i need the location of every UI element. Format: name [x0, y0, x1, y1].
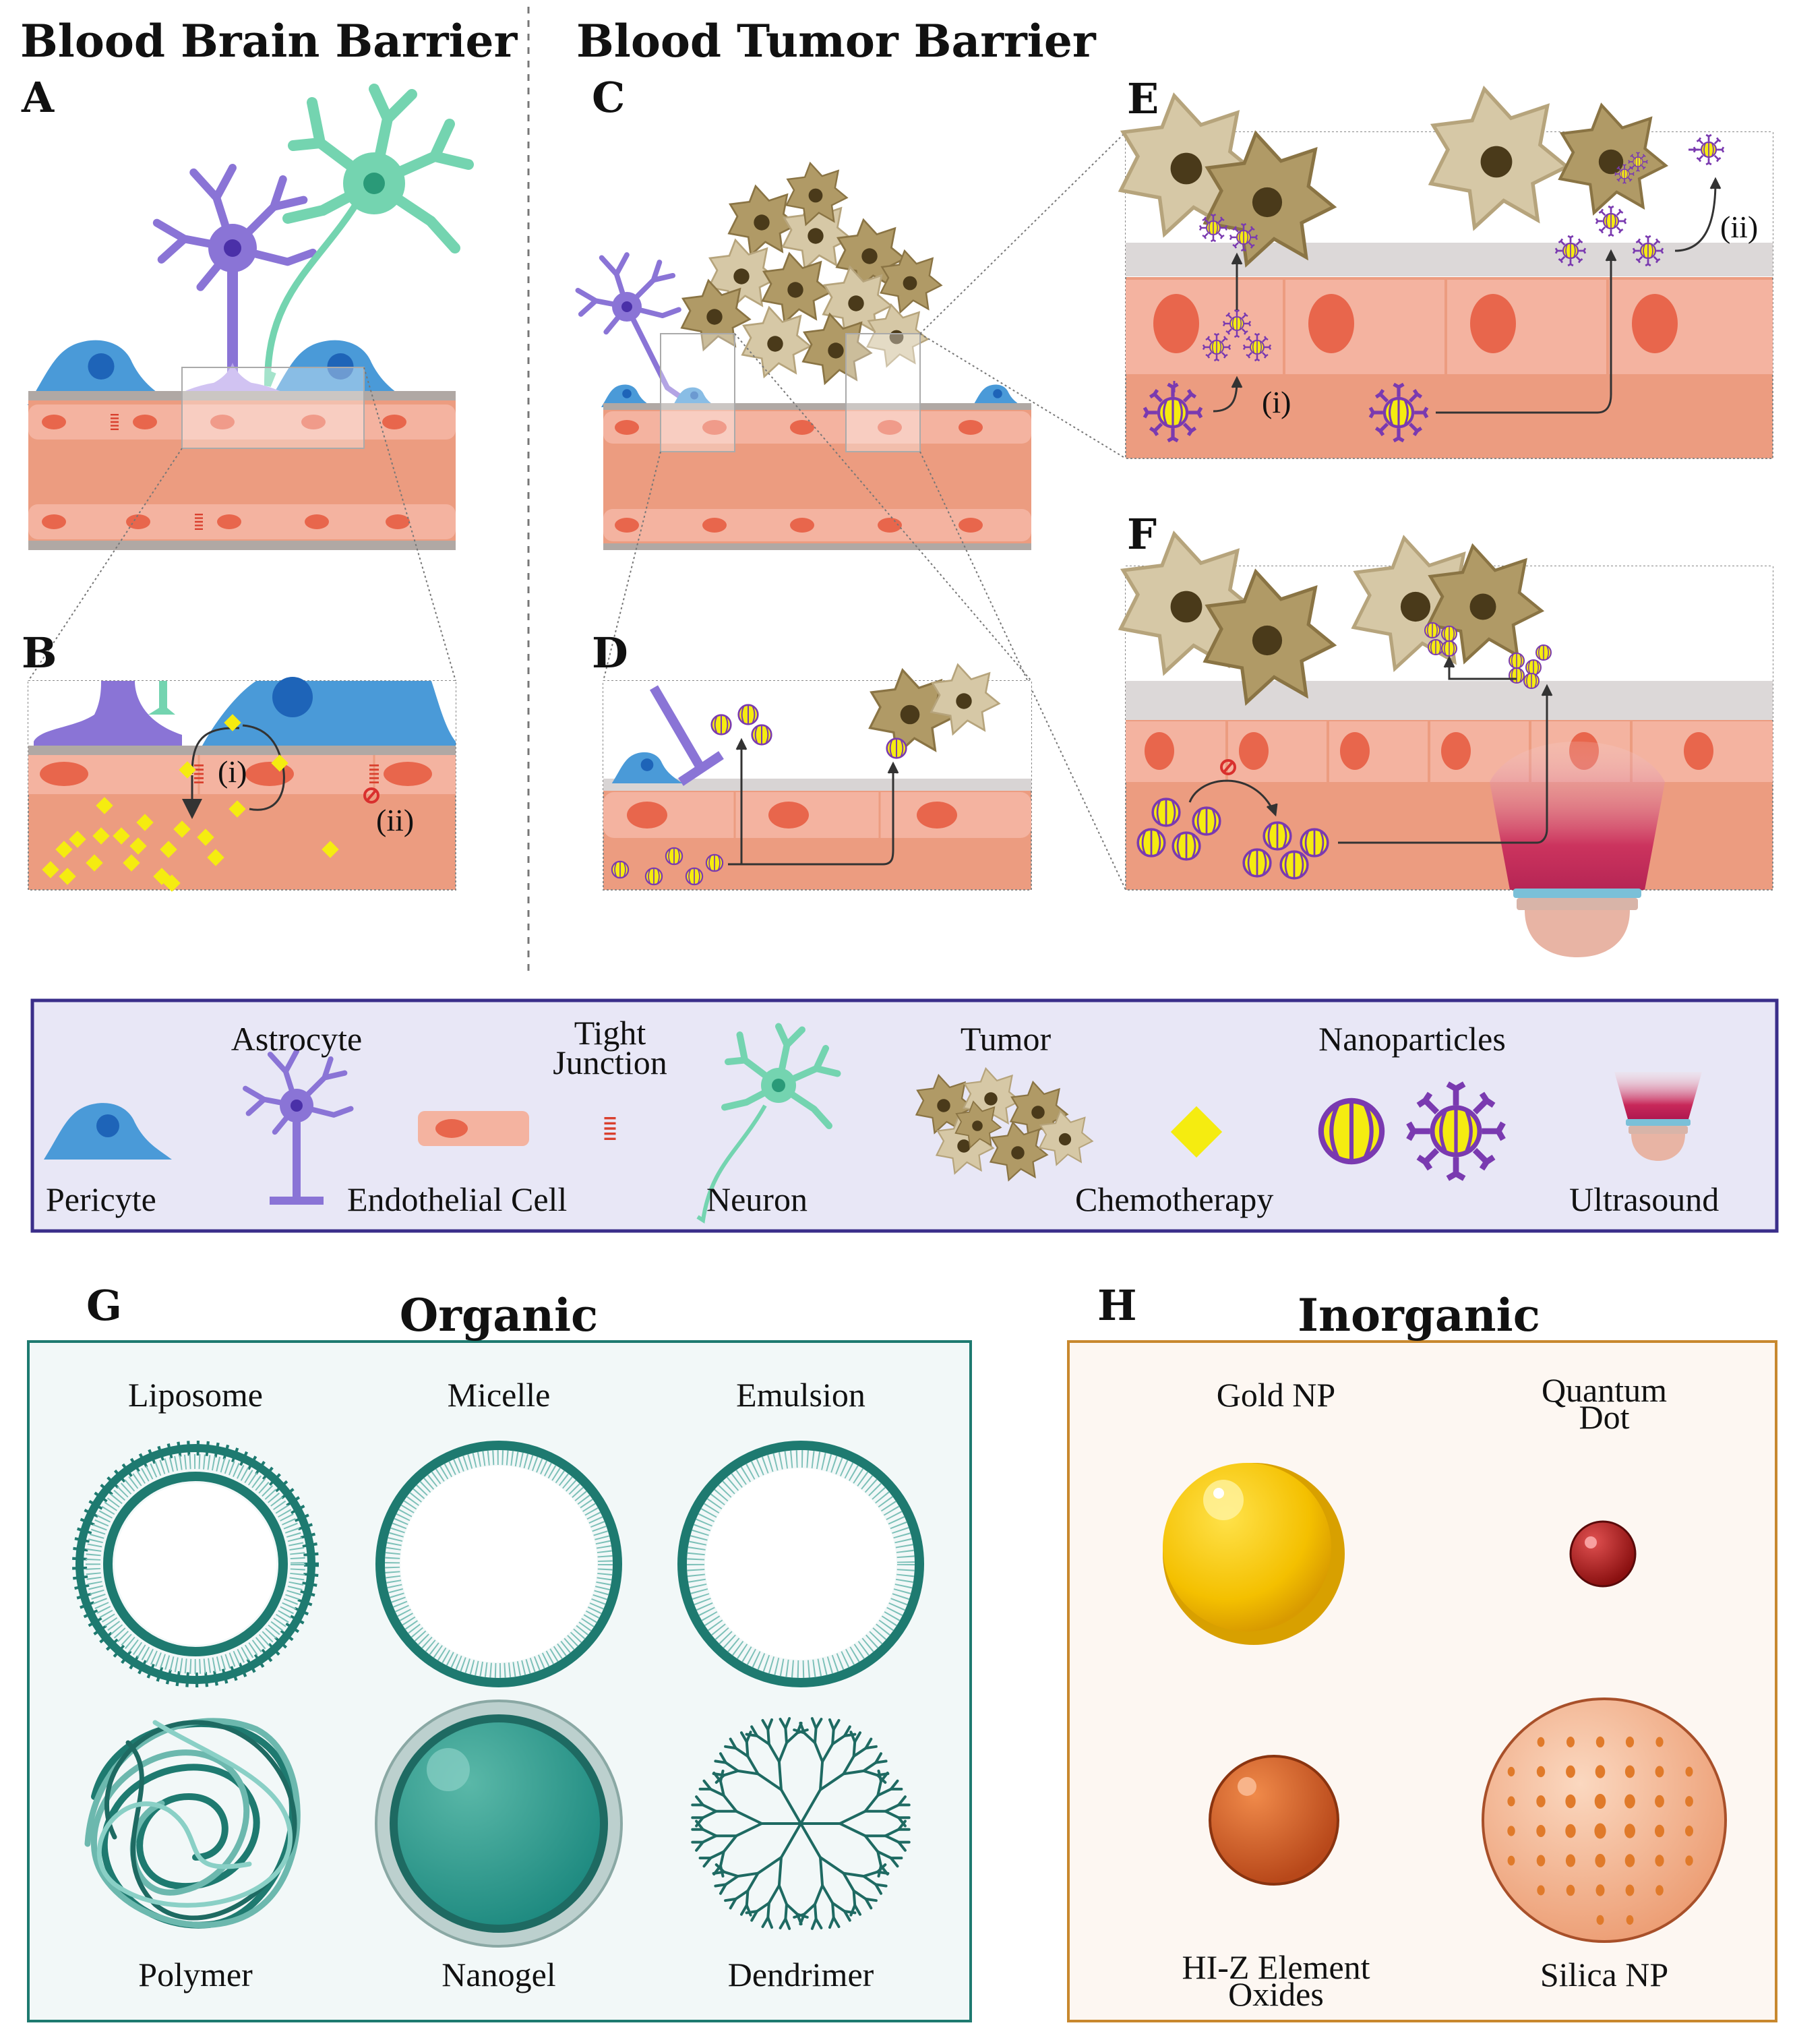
legend-tumor-label: Tumor [960, 1020, 1052, 1058]
emulsion-illustration [677, 1441, 924, 1687]
btb-heading: Blood Tumor Barrier [576, 15, 1096, 67]
panel-a-label: A [22, 73, 55, 122]
bbb-heading: Blood Brain Barrier [20, 15, 518, 67]
panel-g-organic [27, 1340, 972, 2022]
dendrimer-illustration [691, 1717, 911, 1930]
liposome-illustration [72, 1441, 319, 1687]
silica-np-illustration [1482, 1697, 1727, 1943]
organic-heading: Organic [399, 1289, 599, 1342]
quantum-dot-label: Quantum Dot [1541, 1371, 1668, 1436]
legend-nanoparticles-label: Nanoparticles [1318, 1020, 1506, 1058]
micelle-illustration [375, 1441, 622, 1687]
panel-e-route-i: (i) [1262, 385, 1291, 419]
silica-np-label: Silica NP [1540, 1956, 1669, 1993]
panel-e-route-ii: (ii) [1720, 210, 1759, 244]
legend-chemotherapy-label: Chemotherapy [1075, 1180, 1274, 1218]
hi-z-oxide-label: HI-Z Element Oxides [1182, 1948, 1370, 2013]
panel-f-label: F [1127, 510, 1157, 559]
gold-np-label: Gold NP [1216, 1376, 1336, 1414]
emulsion-label: Emulsion [736, 1376, 865, 1414]
legend-neuron-icon [696, 1027, 838, 1224]
quantum-dot-illustration [1569, 1520, 1637, 1588]
polymer-illustration [84, 1718, 301, 1929]
panel-b-label: B [22, 628, 57, 678]
legend-neuron-label: Neuron [706, 1180, 808, 1218]
panel-e-label: E [1127, 74, 1159, 123]
inorganic-heading: Inorganic [1298, 1289, 1540, 1342]
nanogel-label: Nanogel [442, 1956, 556, 1993]
legend-box [30, 998, 1779, 1233]
panel-c-btb-vessel [578, 131, 1126, 891]
legend-ultrasound-icon [1614, 1072, 1702, 1161]
panel-b-route-i: (i) [218, 754, 247, 789]
legend-pericyte-label: Pericyte [46, 1180, 156, 1218]
legend-chemotherapy-icon [1170, 1106, 1223, 1158]
panel-h-inorganic [1067, 1340, 1777, 2022]
gold-np-illustration [1163, 1463, 1345, 1645]
panel-b-bbb-detail [28, 677, 456, 892]
panel-f-ultrasound-opening [1121, 534, 1773, 957]
dendrimer-label: Dendrimer [727, 1956, 874, 1993]
legend-astrocyte-icon [245, 1052, 351, 1205]
panel-d-btb-detail [603, 663, 1032, 891]
panel-a-bbb-vessel [27, 89, 468, 682]
panel-c-label: C [592, 73, 626, 122]
panel-d-label: D [592, 628, 628, 678]
nanogel-illustration [375, 1700, 623, 1948]
panel-h-label: H [1097, 1281, 1137, 1330]
legend-endothelial-label: Endothelial Cell [347, 1180, 568, 1218]
polymer-label: Polymer [138, 1956, 253, 1993]
panel-e-receptor-transcytosis [1121, 89, 1773, 459]
legend-nanoparticle-icon [1321, 1101, 1382, 1162]
micelle-label: Micelle [447, 1376, 551, 1414]
panel-b-route-ii: (ii) [376, 803, 415, 837]
panel-g-label: G [86, 1281, 122, 1330]
hi-z-oxide-illustration [1209, 1755, 1339, 1886]
liposome-label: Liposome [128, 1376, 263, 1414]
legend-endothelial-icon [418, 1111, 529, 1146]
legend-astrocyte-label: Astrocyte [231, 1020, 363, 1058]
legend-tight-junction-label: Tight Junction [553, 1014, 667, 1081]
legend-ultrasound-label: Ultrasound [1569, 1180, 1720, 1218]
